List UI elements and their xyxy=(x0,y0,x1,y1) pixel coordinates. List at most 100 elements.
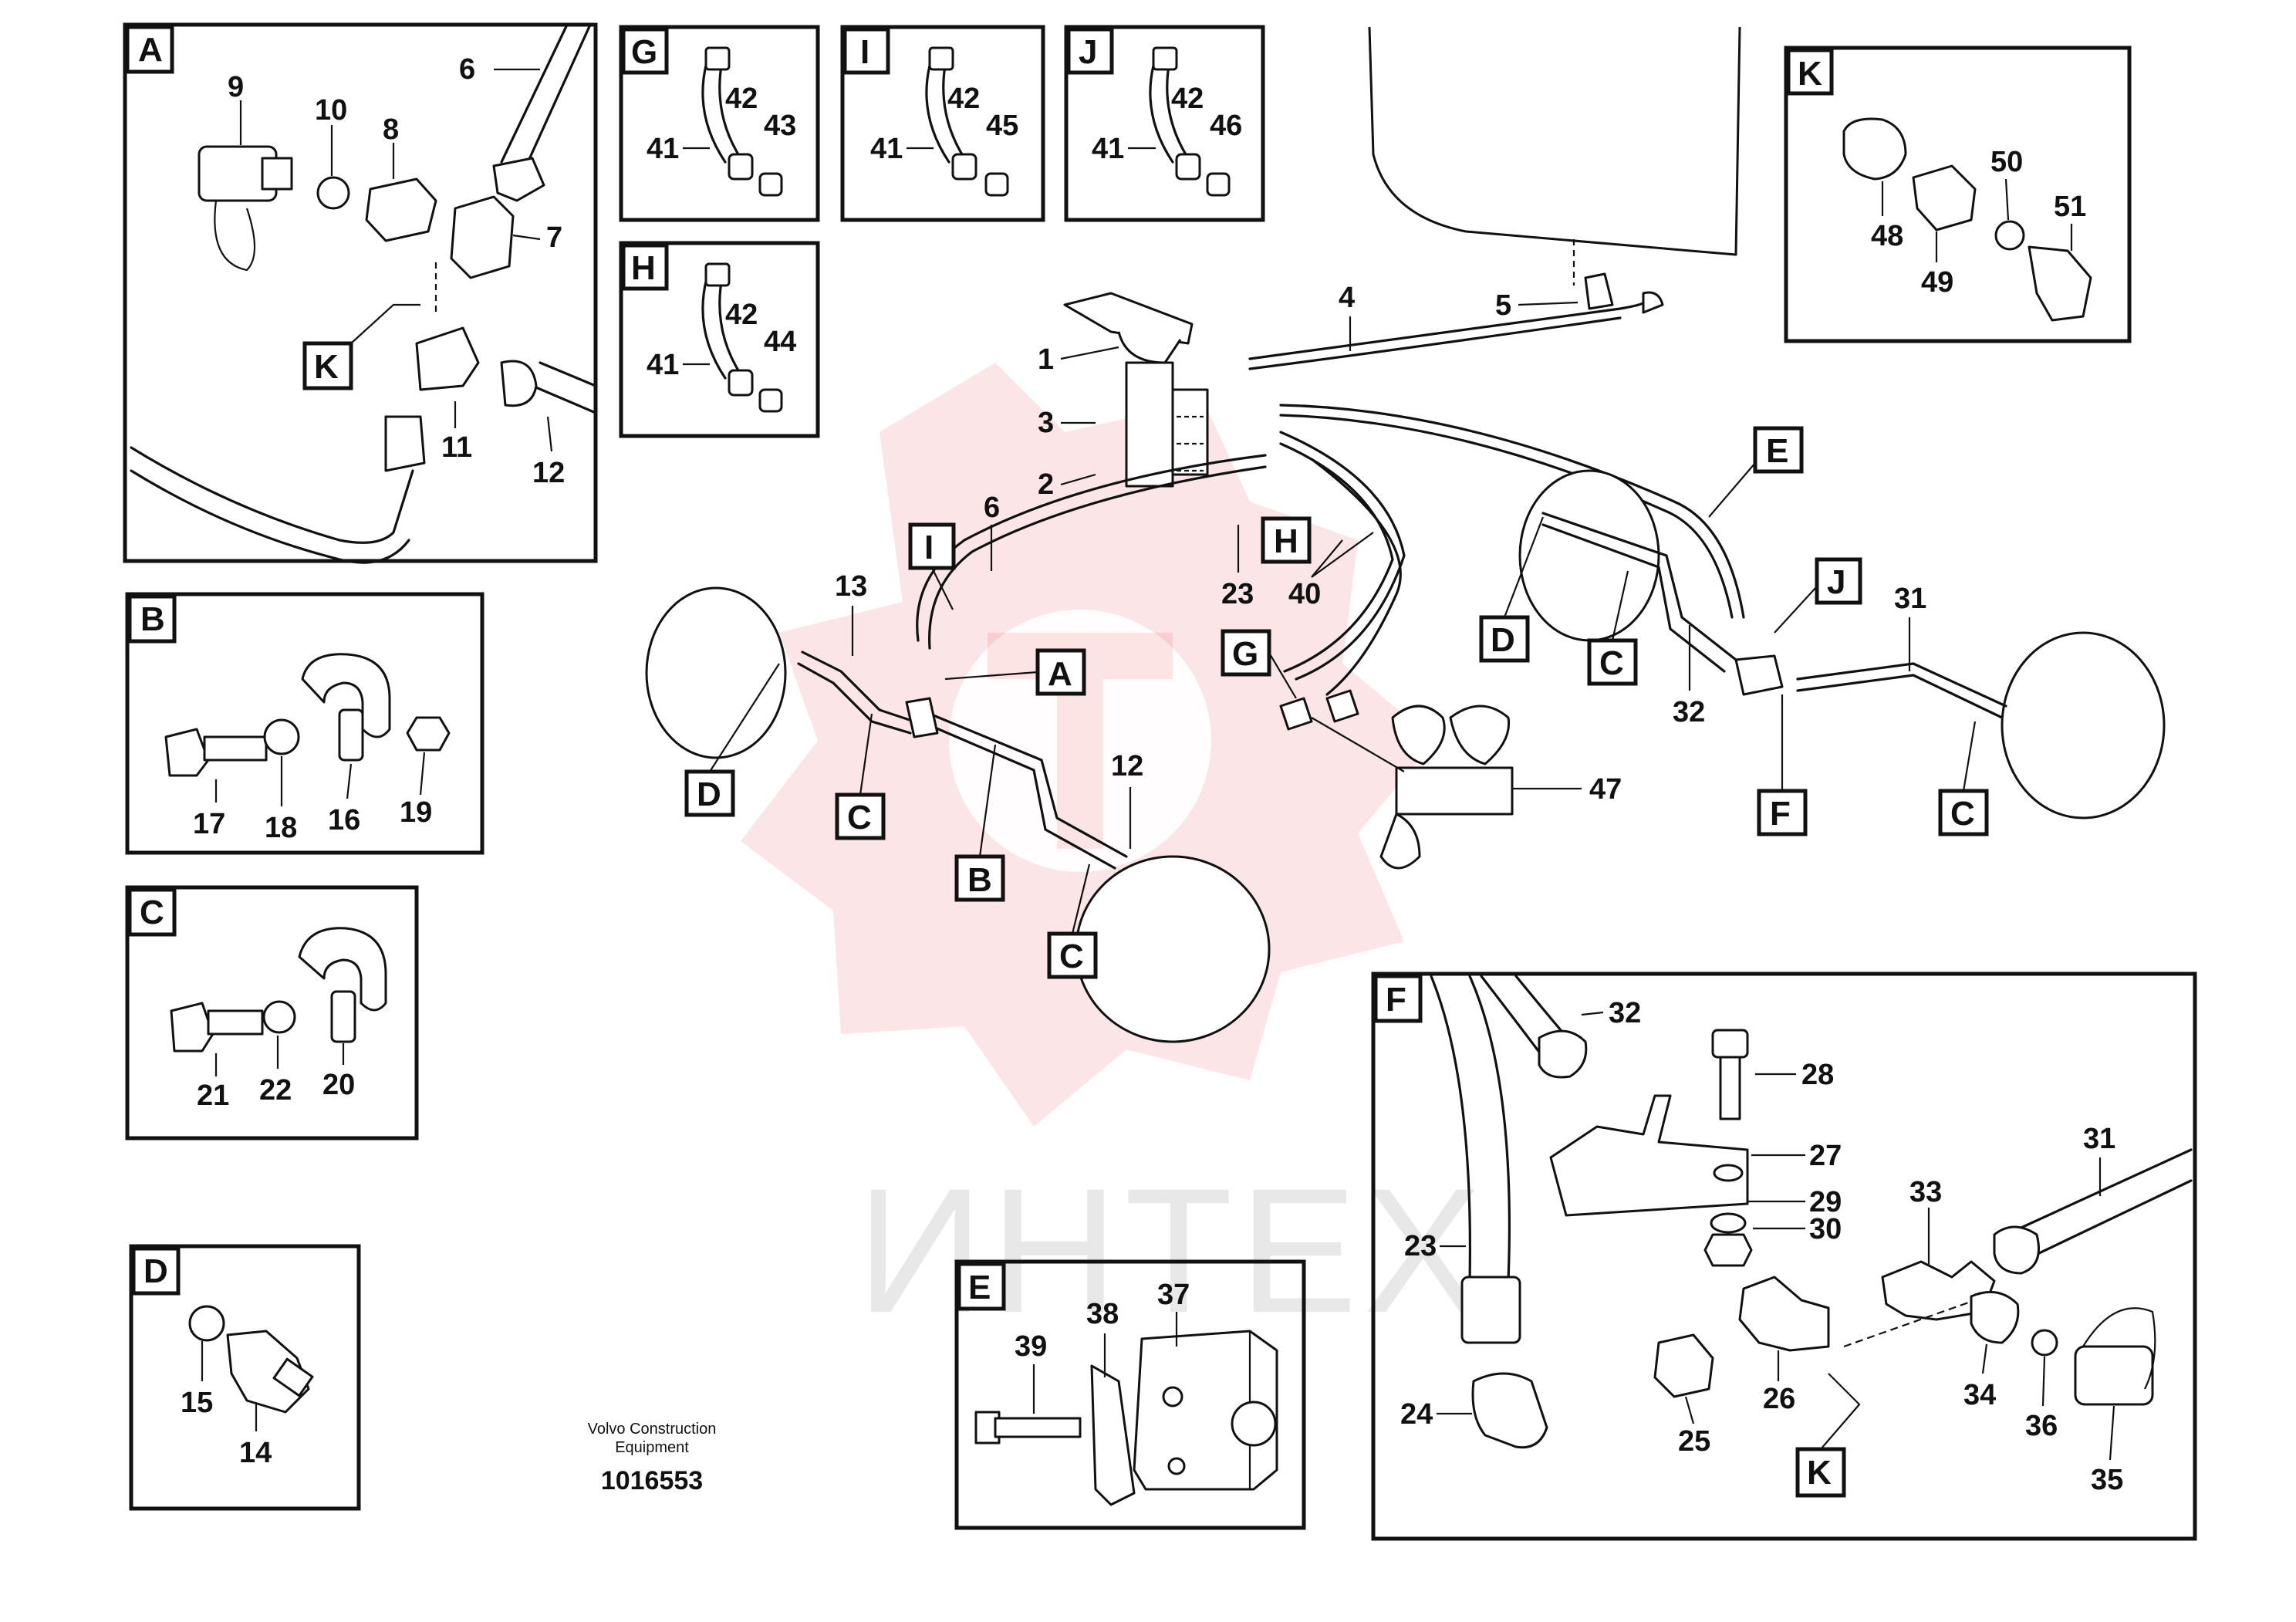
callout-number: 15 xyxy=(181,1387,213,1419)
callout-letter: J xyxy=(1827,563,1845,601)
callout-number: 9 xyxy=(228,71,244,103)
panel-j: J 42 46 41 xyxy=(1064,25,1265,222)
panel-e: E 39 38 37 xyxy=(954,1259,1306,1530)
callout-number: 32 xyxy=(1673,696,1705,728)
callout-number: 4 xyxy=(1339,282,1355,314)
caption: Volvo Construction Equipment 1016553 xyxy=(588,1421,717,1495)
callout-number: 28 xyxy=(1801,1059,1834,1091)
callout-letter: G xyxy=(631,33,657,71)
callout-letter: E xyxy=(968,1269,991,1306)
panel-f: F K 32 2 xyxy=(1371,972,2197,1541)
panel-d: D 15 14 xyxy=(129,1244,361,1511)
callout-number: 37 xyxy=(1157,1279,1190,1311)
callout-number: 5 xyxy=(1495,289,1511,322)
panel-a-letter: A xyxy=(138,31,163,69)
callout-number: 49 xyxy=(1921,266,1953,299)
callout-number: 24 xyxy=(1400,1398,1433,1431)
callout-number: 51 xyxy=(2054,191,2086,223)
callout-number: 50 xyxy=(1990,146,2023,178)
callout-number: 45 xyxy=(986,110,1018,142)
callout-letter: C xyxy=(1059,938,1084,975)
callout-number: 13 xyxy=(835,570,867,603)
callout-letter: E xyxy=(1766,432,1788,470)
callout-letter: D xyxy=(697,776,721,813)
caption-line1: Volvo Construction xyxy=(588,1421,717,1438)
panel-h: H 42 44 41 xyxy=(619,241,820,438)
panel-g: G 42 43 41 xyxy=(619,25,820,222)
callout-number: K xyxy=(1807,1454,1832,1492)
callout-number: 29 xyxy=(1809,1186,1842,1218)
panel-k: K 48 49 50 51 xyxy=(1784,46,2132,343)
callout-number: 27 xyxy=(1809,1140,1842,1172)
callout-letter: A xyxy=(1048,655,1072,693)
callout-number: 41 xyxy=(647,349,679,381)
callout-number: 6 xyxy=(984,492,1000,524)
callout-number: 35 xyxy=(2091,1464,2123,1496)
callout-number: 17 xyxy=(193,808,225,840)
callout-number: 2 xyxy=(1038,468,1054,501)
callout-number: 30 xyxy=(1809,1213,1842,1245)
callout-letter: D xyxy=(1491,621,1515,659)
callout-letter: H xyxy=(631,249,656,287)
callout-number: 26 xyxy=(1763,1383,1795,1415)
callout-letter: D xyxy=(144,1252,168,1290)
panel-c: C 21 22 20 xyxy=(125,885,419,1140)
panel-i: I 42 45 41 xyxy=(840,25,1045,222)
callout-number: 47 xyxy=(1589,773,1622,806)
callout-letter: B xyxy=(140,600,165,638)
callout-number: 22 xyxy=(259,1074,292,1107)
callout-number: 34 xyxy=(1963,1379,1996,1411)
callout-number: 41 xyxy=(1092,133,1124,165)
callout-number: 6 xyxy=(459,53,475,86)
callout-number: 31 xyxy=(1894,583,1926,615)
callout-letter: K xyxy=(1798,55,1822,93)
watermark-text: ИНТЕХ xyxy=(856,1151,1488,1350)
drawing-code: 1016553 xyxy=(601,1466,703,1495)
callout-number: 43 xyxy=(764,110,796,142)
callout-number: 11 xyxy=(441,431,472,464)
callout-number: 42 xyxy=(1171,83,1204,115)
callout-number: 23 xyxy=(1221,578,1254,610)
callout-number: 3 xyxy=(1038,407,1054,439)
callout-number: 12 xyxy=(532,457,565,489)
callout-number: 10 xyxy=(315,94,347,127)
callout-number: 18 xyxy=(265,812,297,844)
panel-b: B 17 18 16 19 xyxy=(125,592,485,855)
callout-number: 33 xyxy=(1909,1176,1942,1208)
callout-letter: C xyxy=(1599,644,1624,682)
callout-letter: C xyxy=(140,894,164,931)
callout-letter: J xyxy=(1079,33,1097,71)
caption-line2: Equipment xyxy=(615,1439,689,1456)
callout-letter: B xyxy=(967,861,992,899)
callout-letter: G xyxy=(1232,635,1258,673)
callout-number: 14 xyxy=(239,1437,272,1469)
callout-number: 41 xyxy=(647,133,679,165)
callout-number: 36 xyxy=(2025,1410,2058,1442)
callout-number: 32 xyxy=(1609,997,1641,1029)
callout-number: 46 xyxy=(1210,110,1242,142)
callout-number: 39 xyxy=(1015,1330,1047,1363)
callout-number: 42 xyxy=(947,83,980,115)
main-assembly: 1 3 2 4 5 6 13 23 40 12 31 32 47 I A H G… xyxy=(645,26,2166,1043)
callout-letter: F xyxy=(1386,981,1406,1019)
callout-number: 40 xyxy=(1288,578,1321,610)
callout-number: 42 xyxy=(725,83,758,115)
callout-number: 42 xyxy=(725,299,758,331)
callout-letter: I xyxy=(860,33,869,71)
callout-number: 1 xyxy=(1038,343,1054,376)
callout-number: 16 xyxy=(328,804,360,836)
callout-number: 48 xyxy=(1871,220,1903,252)
callout-letter: C xyxy=(847,799,872,836)
callout-number: 7 xyxy=(546,221,562,254)
panel-a: A K 9 10 8 6 7 11 12 xyxy=(123,22,598,564)
callout-letter: C xyxy=(1950,795,1975,833)
callout-number: 31 xyxy=(2083,1123,2115,1155)
callout-letter: H xyxy=(1274,522,1298,560)
callout-letter: F xyxy=(1770,795,1791,833)
callout-number: 20 xyxy=(322,1069,355,1101)
callout-number: 19 xyxy=(400,796,432,829)
callout-letter: I xyxy=(924,529,934,566)
callout-number: 23 xyxy=(1404,1230,1437,1262)
callout-number: 41 xyxy=(870,133,903,165)
